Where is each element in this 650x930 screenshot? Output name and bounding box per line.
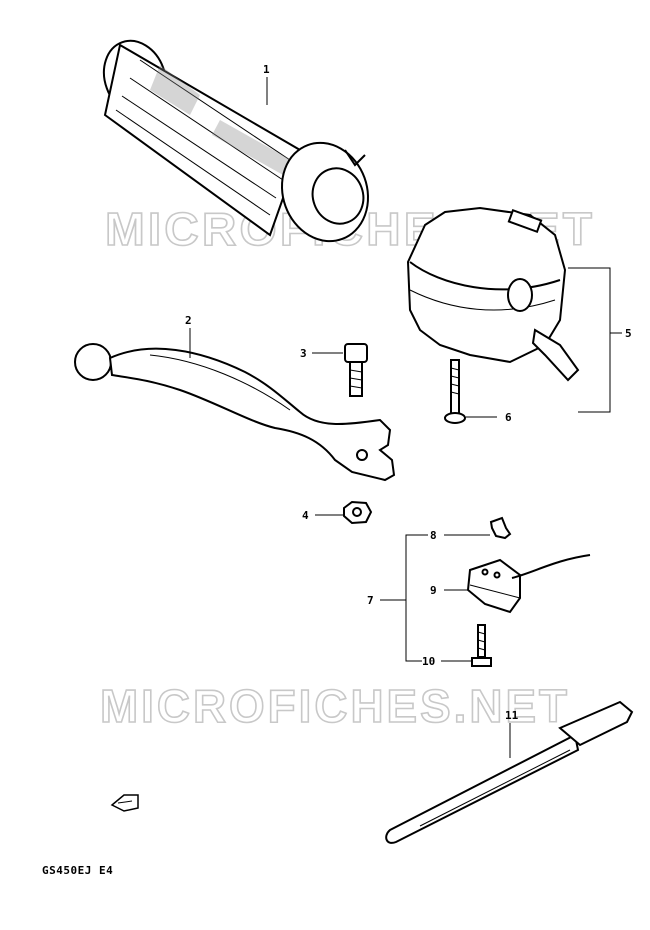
switch-housing-part (406, 206, 580, 382)
model-code: GS450EJ E4 (42, 864, 114, 877)
switch-part (466, 554, 591, 614)
part-number-3: 3 (300, 347, 307, 360)
part-number-4: 4 (302, 509, 309, 522)
part-number-11: 11 (505, 709, 519, 722)
part-number-10: 10 (422, 655, 435, 668)
clip-part (489, 516, 512, 540)
watermark-bottom: MICROFICHES.NET (100, 680, 570, 732)
part-number-6: 6 (505, 411, 512, 424)
part-number-5: 5 (625, 327, 632, 340)
bolt-part (344, 343, 368, 397)
bracket-5 (568, 267, 611, 413)
screw-part (444, 359, 466, 424)
part-number-1: 1 (263, 63, 270, 76)
arrow-icon (110, 794, 139, 812)
small-screw-part (471, 624, 492, 667)
bracket-7 (405, 534, 428, 662)
part-number-2: 2 (185, 314, 192, 327)
cable-tie-part (385, 700, 634, 844)
part-number-8: 8 (430, 529, 437, 542)
part-number-9: 9 (430, 584, 437, 597)
grip-part (102, 39, 370, 243)
part-number-7: 7 (367, 594, 374, 607)
nut-part (343, 500, 373, 525)
lever-part (74, 343, 396, 482)
